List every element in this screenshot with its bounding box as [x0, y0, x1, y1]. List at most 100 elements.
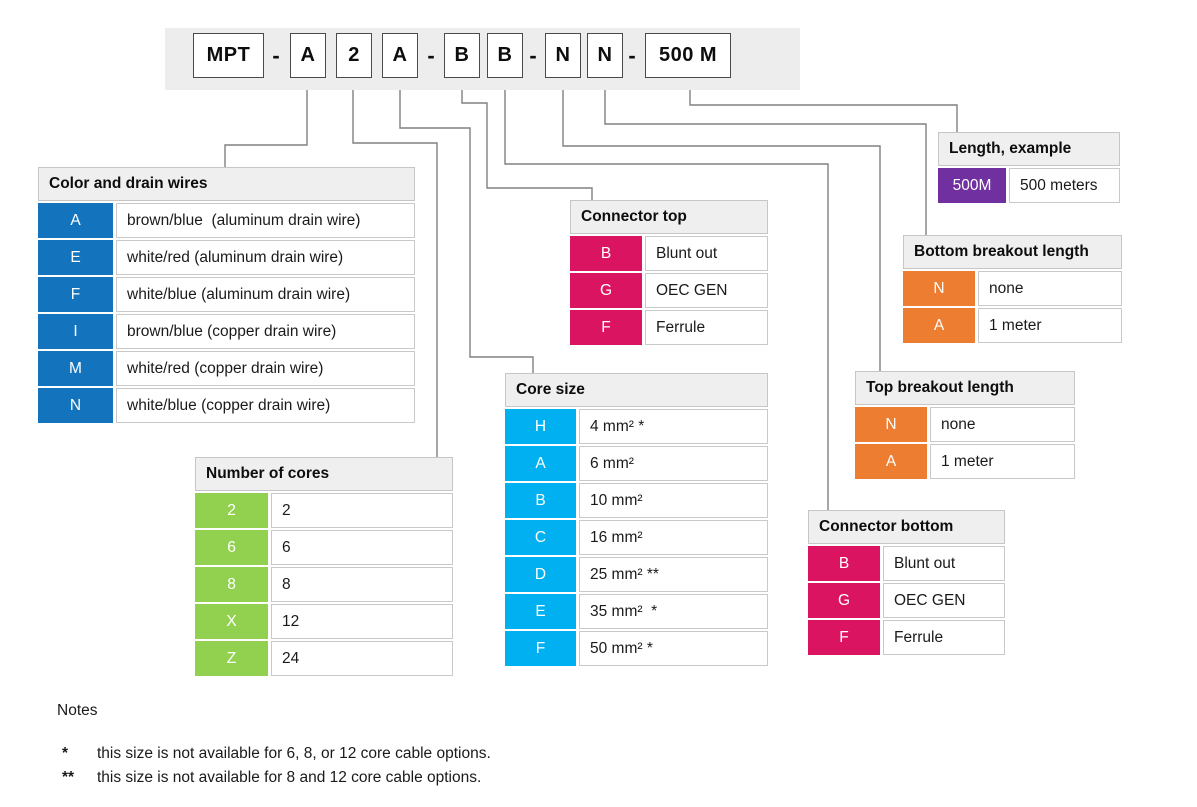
table-title: Color and drain wires	[38, 167, 415, 201]
table-title: Bottom breakout length	[903, 235, 1122, 269]
code-cell: F	[505, 631, 576, 666]
desc-cell: OEC GEN	[883, 583, 1005, 618]
desc-cell: white/red (copper drain wire)	[116, 351, 415, 386]
note-item: ** this size is not available for 8 and …	[62, 769, 481, 787]
table-title: Connector top	[570, 200, 768, 234]
note-marker: **	[62, 769, 75, 786]
code-cell: F	[808, 620, 880, 655]
part-segment-core-size: A	[382, 33, 418, 78]
desc-cell: 6 mm²	[579, 446, 768, 481]
desc-cell: 10 mm²	[579, 483, 768, 518]
desc-cell: 16 mm²	[579, 520, 768, 555]
part-segment-cores: 2	[336, 33, 372, 78]
code-cell: D	[505, 557, 576, 592]
table-title: Number of cores	[195, 457, 453, 491]
code-cell: F	[38, 277, 113, 312]
connector-connector-top	[445, 85, 593, 200]
desc-cell: Blunt out	[645, 236, 768, 271]
connector-color-drain-wires	[224, 85, 325, 167]
part-segment-connector-bottom: B	[487, 33, 523, 78]
code-cell: A	[38, 203, 113, 238]
code-cell: B	[570, 236, 642, 271]
desc-cell: 35 mm² *	[579, 594, 768, 629]
table-title: Core size	[505, 373, 768, 407]
code-cell: M	[38, 351, 113, 386]
desc-cell: white/red (aluminum drain wire)	[116, 240, 415, 275]
code-cell: G	[808, 583, 880, 618]
desc-cell: 6	[271, 530, 453, 565]
desc-cell: 1 meter	[930, 444, 1075, 479]
desc-cell: 24	[271, 641, 453, 676]
code-cell: E	[505, 594, 576, 629]
note-marker: *	[62, 745, 69, 762]
desc-cell: none	[930, 407, 1075, 442]
code-cell: N	[855, 407, 927, 442]
desc-cell: Ferrule	[883, 620, 1005, 655]
code-cell: F	[570, 310, 642, 345]
code-cell: A	[855, 444, 927, 479]
desc-cell: Ferrule	[645, 310, 768, 345]
desc-cell: brown/blue (aluminum drain wire)	[116, 203, 415, 238]
code-cell: H	[505, 409, 576, 444]
desc-cell: 25 mm² **	[579, 557, 768, 592]
desc-cell: 4 mm² *	[579, 409, 768, 444]
part-segment-top-breakout: N	[545, 33, 581, 78]
notes-title: Notes	[57, 702, 98, 719]
table-title: Top breakout length	[855, 371, 1075, 405]
table-title: Connector bottom	[808, 510, 1005, 544]
table-title: Length, example	[938, 132, 1120, 166]
part-segment-length: 500 M	[645, 33, 731, 78]
desc-cell: Blunt out	[883, 546, 1005, 581]
note-item: * this size is not available for 6, 8, o…	[62, 745, 491, 763]
part-segment-connector-top: B	[444, 33, 480, 78]
code-cell: I	[38, 314, 113, 349]
connector-length-example	[650, 85, 958, 132]
code-cell: 2	[195, 493, 268, 528]
code-cell: 500M	[938, 168, 1006, 203]
code-cell: B	[808, 546, 880, 581]
code-cell: E	[38, 240, 113, 275]
desc-cell: 12	[271, 604, 453, 639]
code-cell: A	[505, 446, 576, 481]
note-text: this size is not available for 6, 8, or …	[97, 745, 491, 762]
desc-cell: none	[978, 271, 1122, 306]
part-segment-bottom-breakout: N	[587, 33, 623, 78]
part-segment-separator: -	[427, 42, 435, 68]
desc-cell: white/blue (copper drain wire)	[116, 388, 415, 423]
desc-cell: brown/blue (copper drain wire)	[116, 314, 415, 349]
code-cell: A	[903, 308, 975, 343]
code-cell: X	[195, 604, 268, 639]
code-cell: B	[505, 483, 576, 518]
code-cell: 8	[195, 567, 268, 602]
part-segment-family: MPT	[193, 33, 264, 78]
code-cell: 6	[195, 530, 268, 565]
